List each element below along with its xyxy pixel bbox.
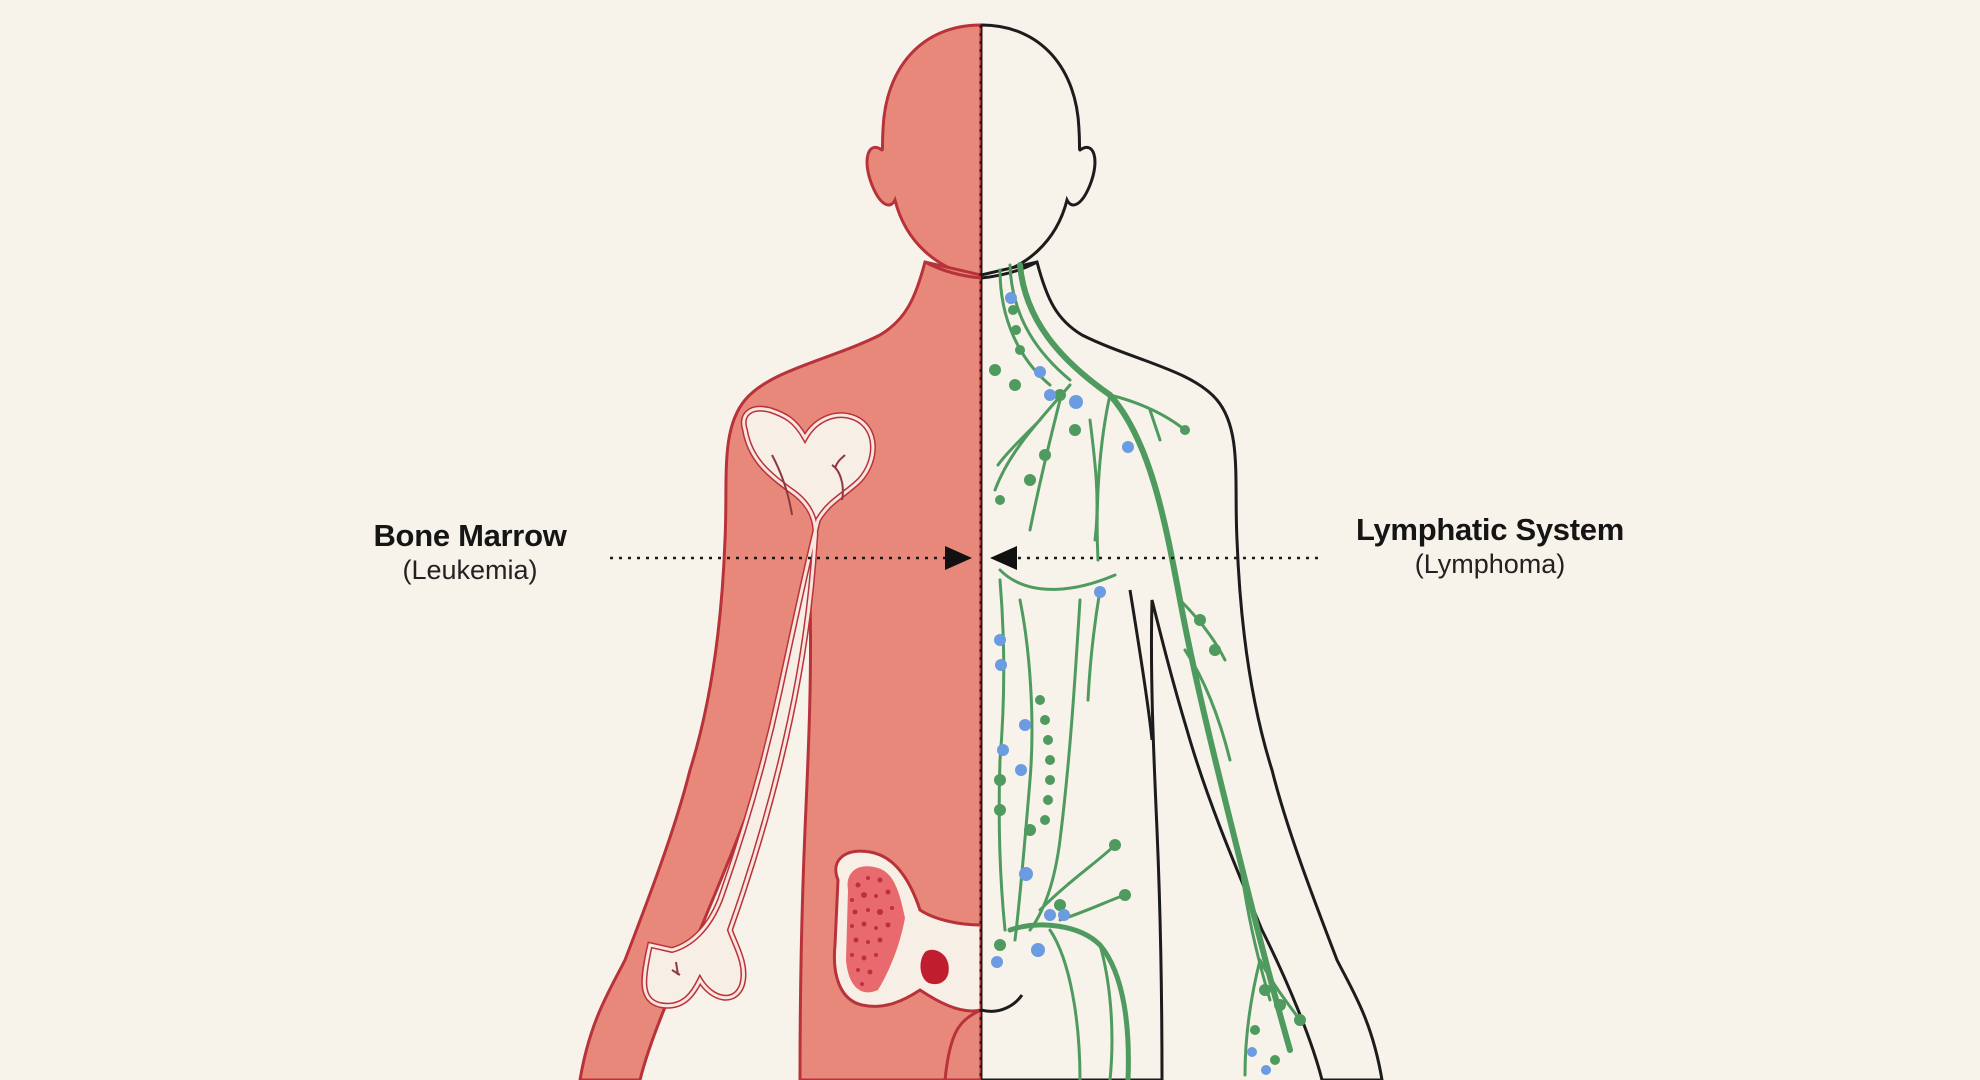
humerus-bone (641, 405, 876, 1009)
arrow-right-icon (945, 546, 972, 570)
lymph-vessels (993, 262, 1302, 1080)
head-right (981, 23, 1097, 280)
affected-lymph-nodes (991, 292, 1271, 1075)
head-left (865, 23, 981, 280)
arrow-left-icon (990, 546, 1017, 570)
lymphatic-system-title: Lymphatic System (1356, 512, 1624, 547)
leukemia-subtitle: (Leukemia) (402, 555, 538, 585)
torso-right (981, 260, 1384, 1080)
lymphoma-subtitle: (Lymphoma) (1414, 549, 1566, 579)
bone-marrow-title: Bone Marrow (373, 518, 567, 553)
left-body-half (578, 23, 981, 1080)
bone-marrow-label: Bone Marrow (Leukemia) (340, 518, 600, 586)
hip-socket (917, 946, 952, 988)
lymph-nodes (989, 305, 1306, 1065)
lymphatic-system-label: Lymphatic System (Lymphoma) (1330, 512, 1650, 580)
right-body-half (981, 23, 1384, 1080)
marrow-cells (850, 876, 894, 986)
pelvis-bone (832, 849, 981, 1013)
left-pointer (610, 546, 972, 570)
right-pointer (990, 546, 1320, 570)
